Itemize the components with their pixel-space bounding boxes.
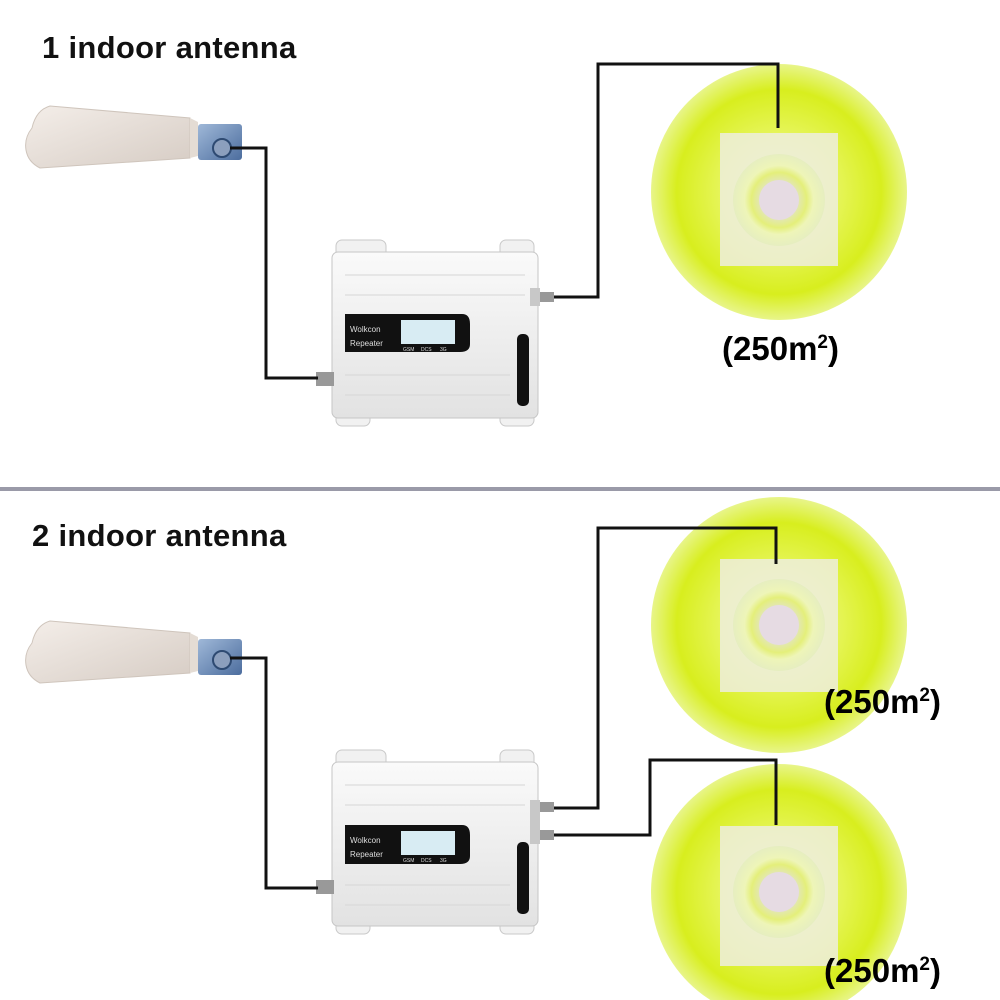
coverage-area-label: (250m2) — [722, 330, 839, 367]
section-divider — [0, 487, 1000, 491]
band-3g: 3G — [440, 858, 447, 864]
band-gsm: GSM — [403, 347, 414, 353]
outdoor-yagi-antenna — [25, 105, 242, 169]
band-3g: 3G — [440, 347, 447, 353]
section-2-title: 2 indoor antenna — [32, 518, 287, 553]
outdoor-yagi-antenna — [25, 620, 242, 684]
band-dcs: DCS — [421, 858, 432, 864]
cable — [230, 62, 780, 380]
band-gsm: GSM — [403, 858, 414, 864]
signal-repeater: Wolkcon Repeater GSM DCS 3G — [316, 239, 554, 427]
repeater-brand: Wolkcon — [350, 836, 381, 845]
band-dcs: DCS — [421, 347, 432, 353]
section-1-title: 1 indoor antenna — [42, 30, 297, 65]
coverage-area-label: (250m2) — [824, 683, 941, 720]
repeater-brand: Wolkcon — [350, 325, 381, 334]
coverage-zone-2a — [651, 497, 907, 753]
coverage-zone-1 — [651, 64, 907, 320]
signal-repeater: Wolkcon Repeater GSM DCS 3G — [316, 749, 554, 935]
coverage-zone-2b — [651, 764, 907, 1000]
coverage-area-label: (250m2) — [824, 952, 941, 989]
cable — [230, 526, 778, 890]
repeater-model: Repeater — [350, 339, 383, 348]
repeater-model: Repeater — [350, 850, 383, 859]
